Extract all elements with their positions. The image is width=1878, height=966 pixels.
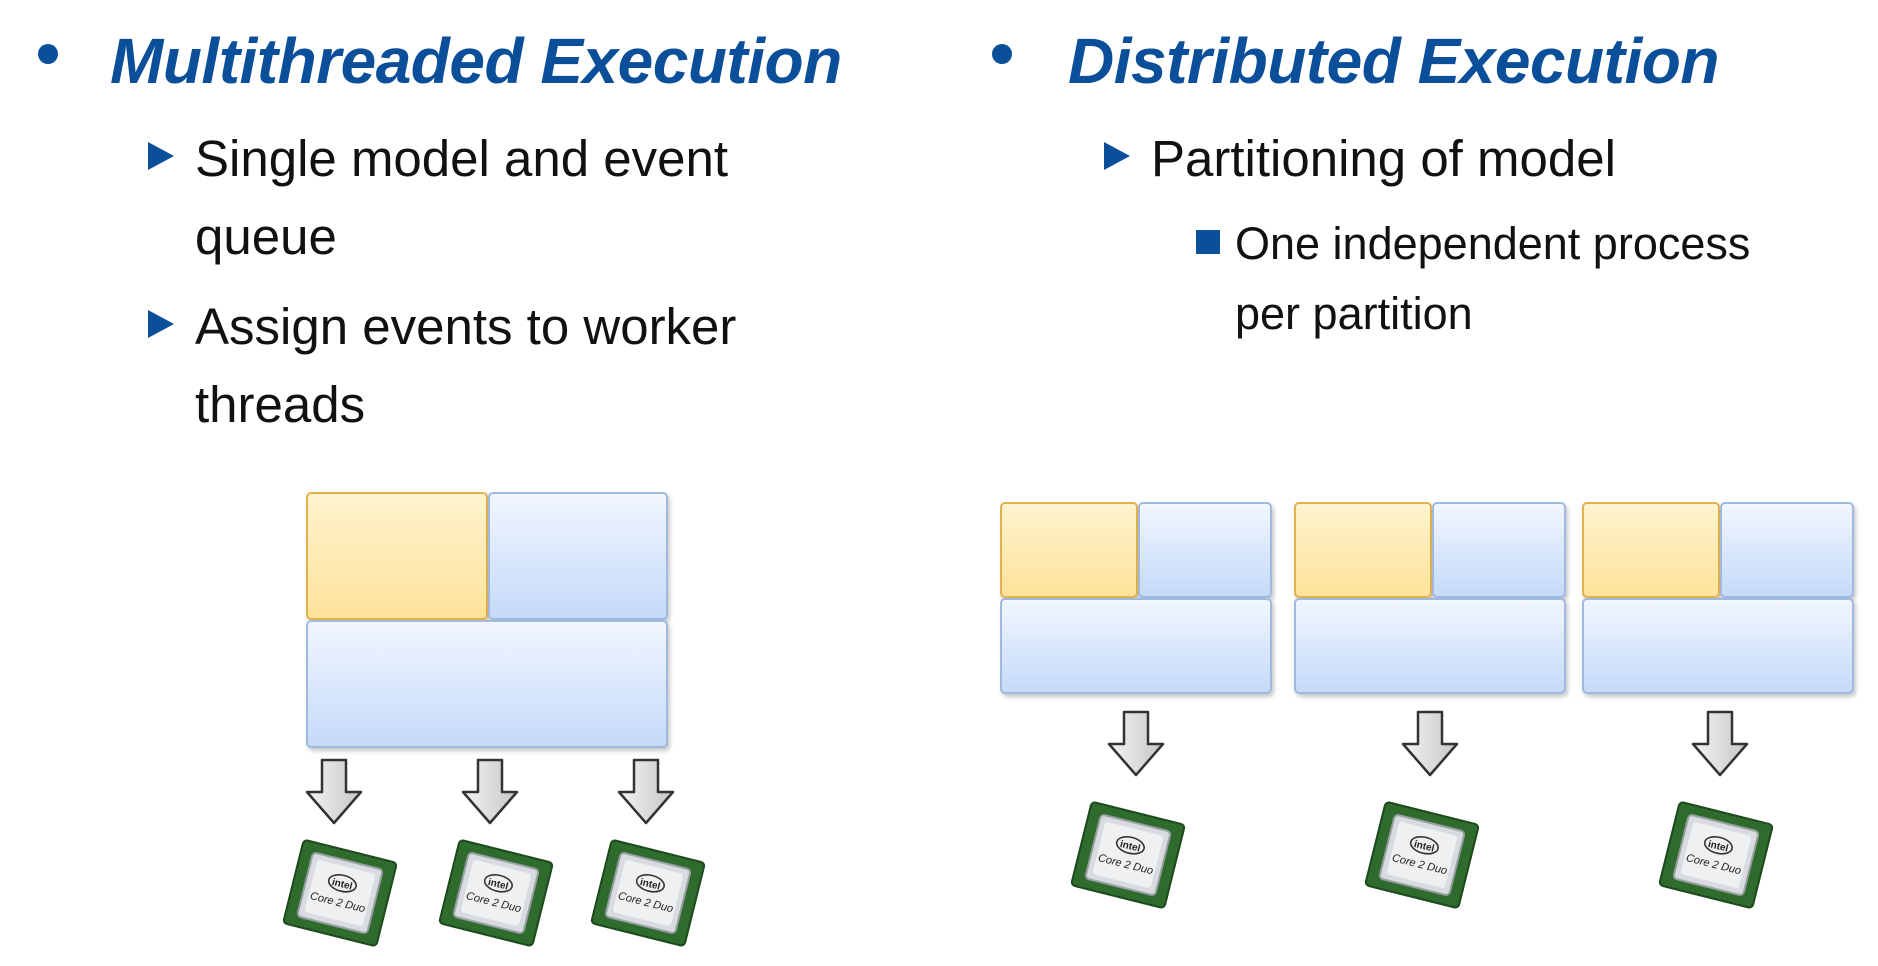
- distributed-heading: Distributed Execution: [1068, 25, 1719, 97]
- bullet-line: queue: [195, 208, 337, 265]
- model-block-orange: [306, 492, 488, 620]
- multithreaded-column: Multithreaded Execution Single model and…: [38, 25, 845, 947]
- event-queue-block: [1000, 598, 1272, 694]
- bullet-square-icon: [1196, 230, 1220, 254]
- bullet-partitioning: Partitioning of model: [1151, 130, 1616, 187]
- heading-bullet: [992, 44, 1012, 64]
- model-block-blue: [1432, 502, 1566, 598]
- cpu-brand: intel: [487, 877, 510, 893]
- bullet-triangle-icon: [148, 310, 174, 338]
- heading-bullet: [38, 44, 58, 64]
- bullet-assign-events: Assign events to worker threads: [195, 288, 845, 444]
- cpu-brand: intel: [639, 877, 662, 893]
- distributed-column: Distributed Execution Partitioning of mo…: [960, 0, 1878, 966]
- event-queue-block: [306, 620, 668, 748]
- down-arrow-icon: [1691, 710, 1749, 777]
- model-block-orange: [1294, 502, 1432, 598]
- down-arrow-icon: [305, 758, 363, 825]
- model-block-blue: [1720, 502, 1854, 598]
- bullet-triangle-icon: [148, 142, 174, 170]
- processor-chip-icon: intel Core 2 Duo: [1070, 801, 1186, 909]
- cpu-brand: intel: [331, 877, 354, 893]
- bullet-line: Assign events to worker: [195, 298, 737, 355]
- multithreaded-heading: Multithreaded Execution: [110, 25, 842, 97]
- model-block-blue: [488, 492, 668, 620]
- processor-chip-icon: intel Core 2 Duo: [1364, 801, 1480, 909]
- processor-chip-icon: intel Core 2 Duo: [282, 839, 398, 947]
- down-arrow-icon: [617, 758, 675, 825]
- model-block-orange: [1000, 502, 1138, 598]
- processor-chip-icon: intel Core 2 Duo: [590, 839, 706, 947]
- model-block-blue: [1138, 502, 1272, 598]
- model-block-orange: [1582, 502, 1720, 598]
- cpu-brand: intel: [1413, 839, 1436, 855]
- cpu-brand: intel: [1707, 839, 1730, 855]
- event-queue-block: [1582, 598, 1854, 694]
- bullet-line: threads: [195, 376, 366, 433]
- down-arrow-icon: [1107, 710, 1165, 777]
- processor-chip-icon: intel Core 2 Duo: [438, 839, 554, 947]
- bullet-line: Single model and event: [195, 130, 729, 187]
- sub-bullet-line: One independent process: [1235, 218, 1751, 269]
- cpu-brand: intel: [1119, 839, 1142, 855]
- bullet-single-model: Single model and event queue: [195, 120, 845, 276]
- down-arrow-icon: [1401, 710, 1459, 777]
- sub-bullet-process: One independent process per partition: [1235, 209, 1855, 349]
- processor-chip-icon: intel Core 2 Duo: [1658, 801, 1774, 909]
- sub-bullet-line: per partition: [1235, 288, 1473, 339]
- bullet-triangle-icon: [1104, 142, 1130, 170]
- event-queue-block: [1294, 598, 1566, 694]
- down-arrow-icon: [461, 758, 519, 825]
